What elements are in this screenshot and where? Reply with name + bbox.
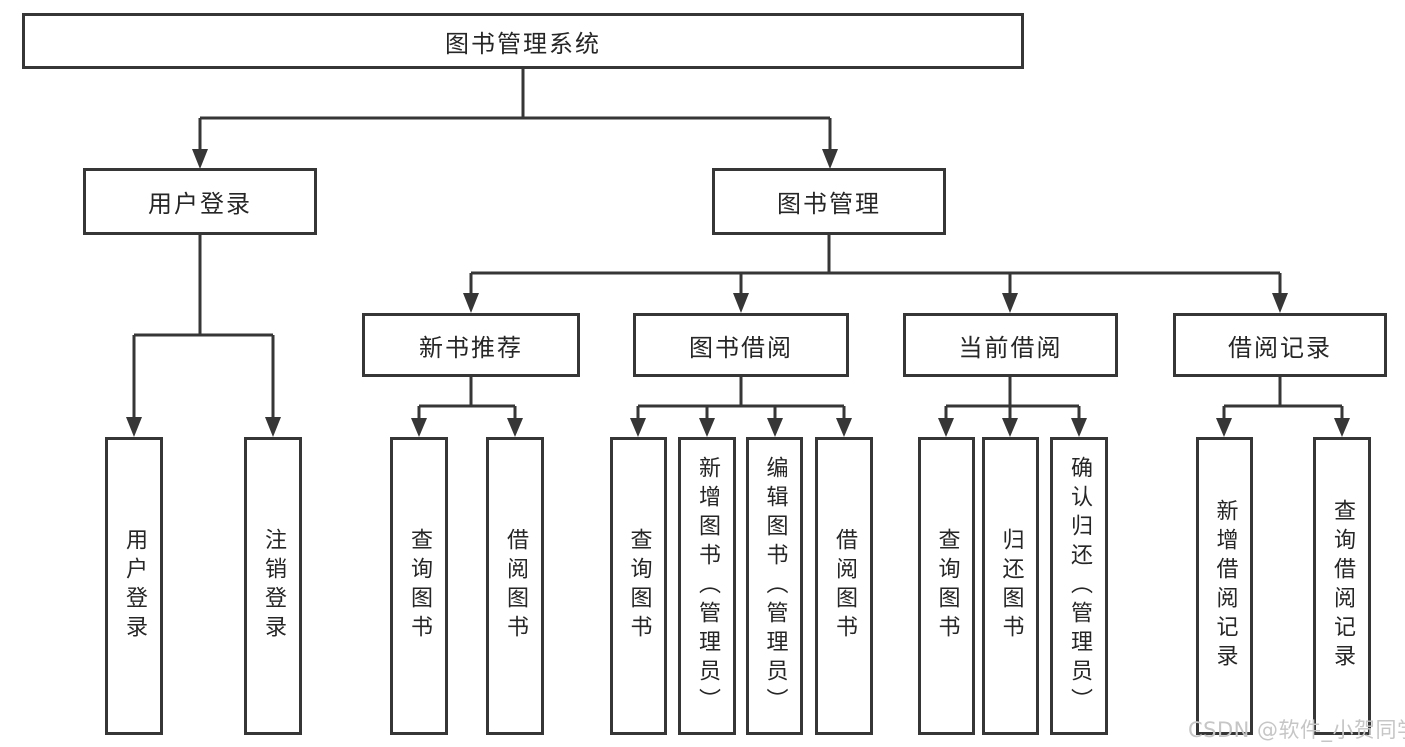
leaf-borrow-books-2: 借阅图书 [815,437,873,735]
node-label: 图书管理系统 [445,29,601,58]
connector-root-to-level2 [192,69,838,169]
leaf-query-books-3: 查询图书 [918,437,975,735]
leaf-add-borrow-record: 新增借阅记录 [1196,437,1253,735]
leaf-add-books-admin: 新增图书（管理员） [678,437,736,735]
leaf-borrow-books-1: 借阅图书 [486,437,544,735]
leaf-edit-books-admin: 编辑图书（管理员） [746,437,803,735]
node-root-system: 图书管理系统 [22,13,1024,69]
arrowhead [767,418,783,437]
node-label: 查询图书 [934,528,960,644]
node-book-management: 图书管理 [712,168,946,235]
arrowhead [1216,418,1232,437]
arrowhead [733,293,749,313]
arrowhead [507,418,523,437]
arrowhead [699,418,715,437]
csdn-watermark: CSDN @软件_小贺同学 [1188,718,1405,742]
node-label: 归还图书 [998,528,1024,644]
node-label: 用户登录 [122,528,147,644]
node-label: 用户登录 [148,190,252,218]
node-label: 查询图书 [626,528,652,644]
arrowhead [1071,418,1087,437]
node-label: 查询借阅记录 [1330,499,1355,673]
leaf-query-borrow-record: 查询借阅记录 [1313,437,1371,735]
node-label: 编辑图书（管理员） [762,455,788,717]
arrowhead [265,417,281,437]
arrowhead [822,149,838,169]
leaf-confirm-return-admin: 确认归还（管理员） [1050,437,1108,735]
leaf-return-books: 归还图书 [982,437,1039,735]
arrowhead [1334,418,1350,437]
leaf-query-books-2: 查询图书 [610,437,667,735]
connector-newbooks-to-leaves [411,377,523,437]
connector-borrow-to-leaves [630,377,852,437]
arrowhead [630,418,646,437]
arrowhead [938,418,954,437]
leaf-user-login: 用户登录 [105,437,163,735]
node-label: 新增图书（管理员） [695,455,720,717]
node-label: 图书借阅 [689,333,793,362]
node-current-borrowing: 当前借阅 [903,313,1118,377]
node-label: 借阅图书 [503,528,528,644]
connector-records-to-leaves [1216,377,1350,437]
node-book-borrowing: 图书借阅 [633,313,849,377]
node-label: 确认归还（管理员） [1067,455,1092,717]
node-label: 注销登录 [261,528,286,644]
connector-current-to-leaves [938,377,1087,437]
arrowhead [1002,418,1018,437]
node-label: 查询图书 [407,528,432,644]
node-new-book-recommendation: 新书推荐 [362,313,580,377]
arrowhead [836,418,852,437]
leaf-logout: 注销登录 [244,437,302,735]
node-label: 新增借阅记录 [1212,499,1238,673]
arrowhead [463,293,479,313]
connector-login-to-leaves [126,235,281,437]
arrowhead [126,417,142,437]
node-label: 新书推荐 [419,333,523,362]
node-label: 借阅记录 [1228,333,1332,362]
node-label: 图书管理 [777,190,881,218]
arrowhead [192,149,208,169]
leaf-query-books-1: 查询图书 [390,437,448,735]
node-borrowing-records: 借阅记录 [1173,313,1387,377]
arrowhead [1002,293,1018,313]
connector-management-to-sections [463,235,1288,313]
arrowhead [1272,293,1288,313]
node-label: 借阅图书 [832,528,857,644]
node-label: 当前借阅 [958,333,1063,362]
arrowhead [411,418,427,437]
node-user-login: 用户登录 [83,168,317,235]
